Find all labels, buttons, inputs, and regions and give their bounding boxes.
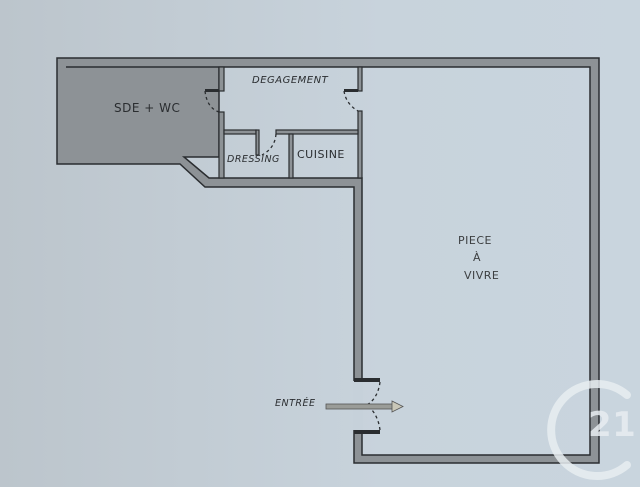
- room-label-sde-wc: SDE + WC: [114, 101, 181, 115]
- entrance-label: ENTRÉE: [275, 398, 316, 409]
- room-label-piece-a-vivre-3: VIVRE: [464, 269, 500, 282]
- room-label-degagement: DEGAGEMENT: [252, 75, 329, 86]
- century21-logo-icon: [547, 380, 631, 480]
- logo-text: 21: [588, 405, 637, 445]
- room-label-cuisine: CUISINE: [297, 148, 345, 161]
- door-leaves: [205, 89, 358, 92]
- entrance-arrow-icon: [325, 400, 404, 413]
- room-label-piece-a-vivre-1: PIECE: [458, 234, 492, 247]
- room-label-piece-a-vivre-2: À: [473, 251, 482, 264]
- room-label-dressing: DRESSING: [227, 154, 280, 165]
- interior-walls: [218, 66, 363, 179]
- exterior-walls: [56, 57, 600, 464]
